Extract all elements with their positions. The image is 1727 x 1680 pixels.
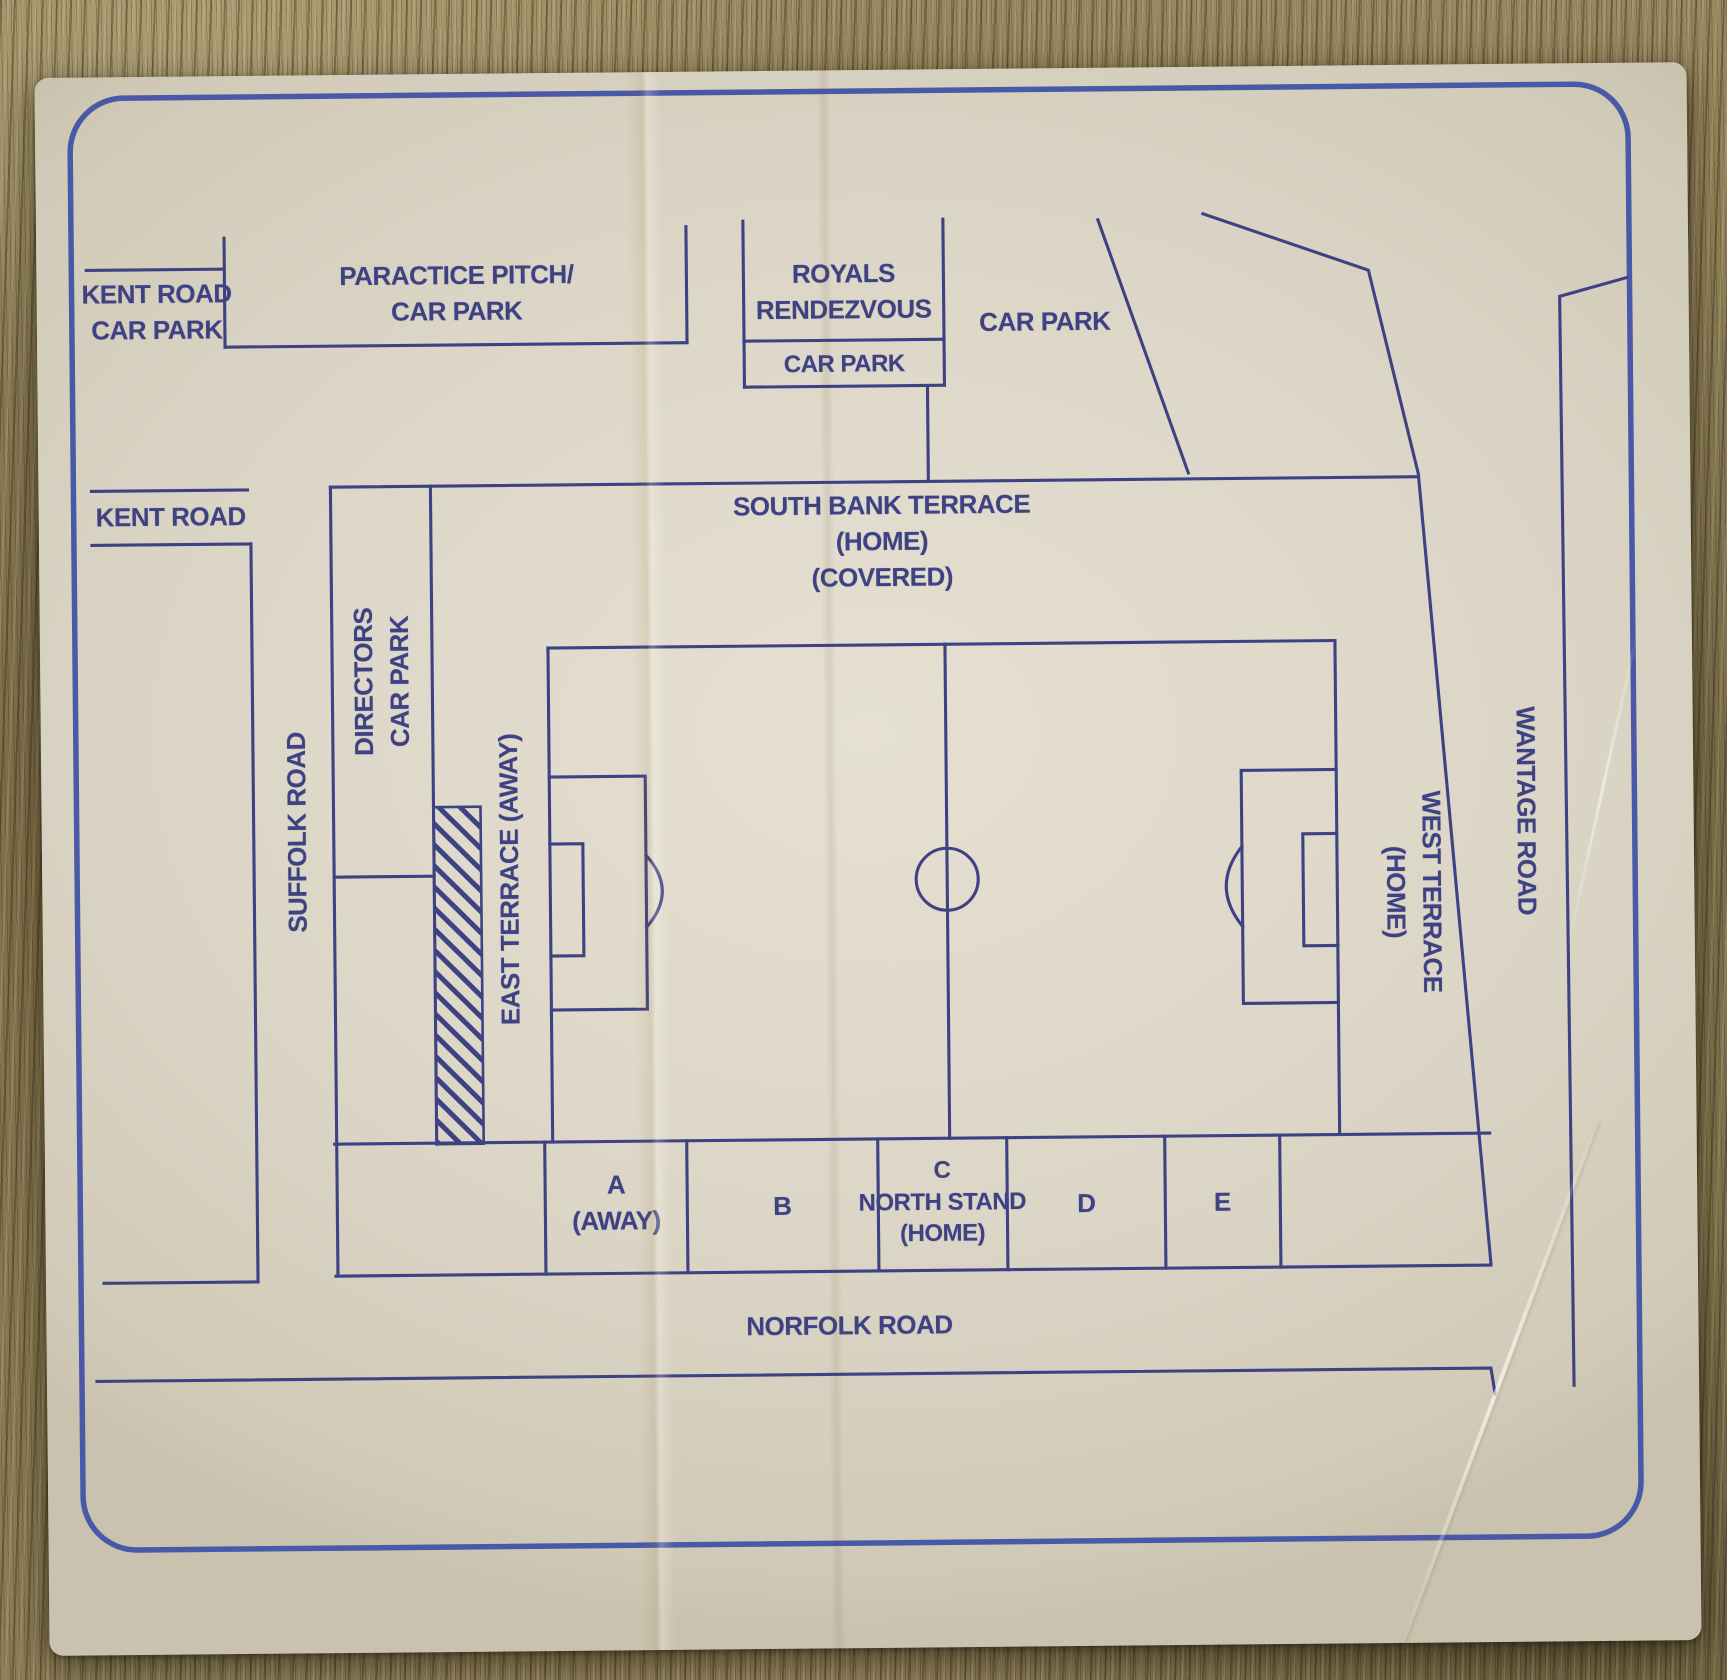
left-goal-area (548, 842, 586, 958)
top-car-park-lines (84, 211, 1493, 1265)
car-park-ne-label: CAR PARK (979, 305, 1111, 337)
royals-rendezvous-line1: ROYALS (791, 257, 895, 289)
kent-road-lines (89, 488, 260, 1285)
directors-car-park-line1: DIRECTORS (347, 607, 380, 757)
directors-car-park-line2: CAR PARK (383, 615, 415, 748)
ticket-paper: KENT ROAD CAR PARK PARACTICE PITCH/ CAR … (34, 62, 1702, 1656)
ground-plan-linework (67, 81, 1644, 1553)
directors-car-park-label: DIRECTORS CAR PARK (346, 607, 419, 756)
north-stand-section-d: D (1077, 1187, 1096, 1219)
kent-road-label: KENT ROAD (95, 501, 246, 533)
royals-car-park-label: CAR PARK (783, 350, 905, 379)
practice-pitch-line1: PARACTICE PITCH/ (339, 258, 574, 292)
section-c-name: NORTH STAND (858, 1187, 1027, 1217)
practice-pitch-label: PARACTICE PITCH/ CAR PARK (339, 257, 574, 331)
section-c-home: (HOME) (899, 1219, 986, 1248)
north-stand-section-e: E (1213, 1186, 1231, 1217)
right-goal-area (1301, 831, 1340, 948)
kent-road-car-park-line1: KENT ROAD (81, 278, 232, 310)
north-stand-section-b: B (773, 1190, 792, 1221)
norfolk-road-label: NORFOLK ROAD (746, 1309, 953, 1342)
left-penalty-arc (643, 852, 664, 930)
south-bank-line2: (HOME) (835, 525, 929, 557)
south-bank-line3: (COVERED) (811, 561, 954, 593)
south-bank-line1: SOUTH BANK TERRACE (732, 488, 1031, 522)
south-bank-terrace-label: SOUTH BANK TERRACE (HOME) (COVERED) (733, 487, 1031, 597)
centre-circle (914, 846, 980, 912)
pitch-lines (546, 638, 1342, 1144)
suffolk-road-label: SUFFOLK ROAD (280, 732, 313, 933)
west-terrace-line1: WEST TERRACE (1416, 790, 1449, 993)
wantage-road-label: WANTAGE ROAD (1510, 706, 1543, 916)
left-penalty-area (547, 774, 649, 1012)
right-penalty-area (1239, 767, 1340, 1005)
north-stand-lines (333, 1131, 1493, 1278)
segregation-hatch-strip (432, 805, 486, 1146)
west-terrace-label: WEST TERRACE (HOME) (1376, 790, 1450, 993)
section-c-letter: C (933, 1156, 951, 1184)
east-terrace-label: EAST TERRACE (AWAY) (492, 733, 526, 1026)
north-stand-section-a: A (AWAY) (572, 1167, 661, 1240)
right-penalty-arc (1224, 844, 1245, 929)
section-a-letter: A (606, 1169, 626, 1200)
royals-rendezvous-line2: RENDEZVOUS (755, 293, 932, 326)
practice-pitch-line2: CAR PARK (390, 295, 523, 327)
section-a-away: (AWAY) (572, 1205, 661, 1236)
kent-road-car-park-label: KENT ROAD CAR PARK (81, 276, 232, 349)
royals-rendezvous-label: ROYALS RENDEZVOUS (755, 255, 932, 328)
kent-road-car-park-line2: CAR PARK (91, 314, 223, 346)
west-terrace-line2: (HOME) (1380, 845, 1412, 939)
north-stand-section-c: C NORTH STAND (HOME) (858, 1154, 1026, 1251)
